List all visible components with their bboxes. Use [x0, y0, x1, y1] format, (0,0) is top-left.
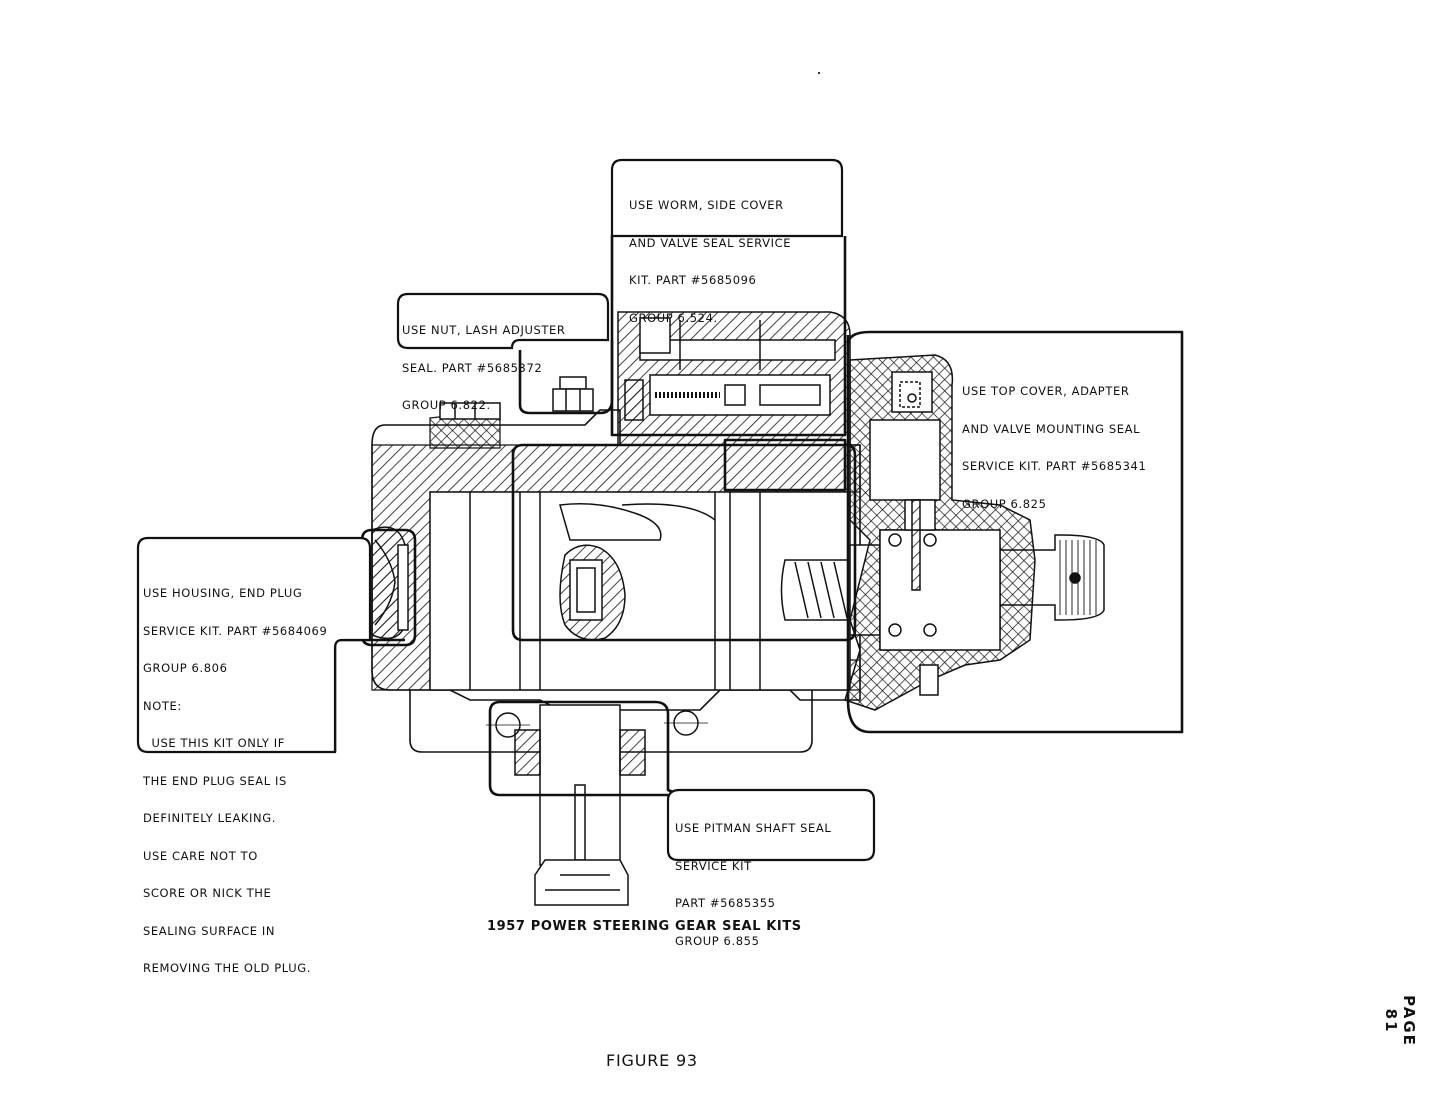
callout-box-pitman-shaft — [666, 788, 876, 862]
callout-line: GROUP 6.806 — [143, 661, 228, 675]
callout-line: USE CARE NOT TO — [143, 848, 258, 863]
page-number: PAGE 81 — [1382, 995, 1418, 1047]
scan-speck — [818, 72, 820, 74]
callout-line: GROUP 6.524. — [629, 310, 718, 325]
callout-line: GROUP 6.822. — [402, 398, 491, 412]
callout-line: USE THIS KIT ONLY IF — [143, 736, 286, 750]
end-plug — [371, 526, 409, 640]
callout-box-housing-end-plug — [136, 536, 372, 754]
callout-box-lash-adjuster — [396, 292, 610, 350]
callout-line: NOTE: — [143, 698, 182, 713]
callout-line: PART #5685355 — [675, 896, 776, 910]
callout-worm-side-cover: USE WORM, SIDE COVER AND VALVE SEAL SERV… — [629, 174, 791, 349]
ball-nut-window — [559, 544, 626, 641]
callout-line: SERVICE KIT. PART #5684069 — [143, 623, 328, 638]
callout-box-worm-side-cover — [610, 158, 844, 238]
callout-housing-end-plug: USE HOUSING, END PLUG SERVICE KIT. PART … — [143, 562, 327, 1000]
callout-line: USE NUT, LASH ADJUSTER — [402, 323, 566, 337]
figure-label: FIGURE 93 — [606, 1051, 698, 1070]
diagram-caption: 1957 POWER STEERING GEAR SEAL KITS — [487, 919, 802, 934]
callout-line: REMOVING THE OLD PLUG. — [143, 961, 311, 975]
adapter-housing — [844, 354, 1036, 711]
callout-top-cover-adapter: USE TOP COVER, ADAPTER AND VALVE MOUNTIN… — [962, 360, 1146, 535]
callout-lash-adjuster: USE NUT, LASH ADJUSTER SEAL. PART #56853… — [402, 299, 565, 437]
callout-line: KIT. PART #5685096 — [629, 273, 757, 287]
valve-body — [617, 311, 851, 446]
callout-line: SCORE OR NICK THE — [143, 886, 272, 900]
callout-line: USE HOUSING, END PLUG — [143, 586, 303, 600]
callout-line: AND VALVE SEAL SERVICE — [629, 235, 792, 250]
callout-pitman-shaft: USE PITMAN SHAFT SEAL SERVICE KIT PART #… — [675, 797, 831, 972]
callout-line: GROUP 6.825 — [962, 496, 1047, 511]
callout-line: SEAL. PART #5685372 — [402, 360, 543, 375]
callout-line: SEALING SURFACE IN — [143, 923, 276, 938]
callout-line: THE END PLUG SEAL IS — [143, 773, 287, 788]
callout-line: USE WORM, SIDE COVER — [629, 198, 784, 212]
callout-box-top-cover-adapter — [958, 358, 1175, 420]
callout-line: SERVICE KIT. PART #5685341 — [962, 459, 1147, 473]
lash-adjuster-nut — [439, 376, 594, 420]
callout-line: USE TOP COVER, ADAPTER — [962, 384, 1130, 398]
callout-line: USE PITMAN SHAFT SEAL — [675, 821, 832, 835]
callout-line: DEFINITELY LEAKING. — [143, 811, 277, 825]
pitman-shaft — [486, 704, 708, 906]
callout-line: GROUP 6.855 — [675, 933, 760, 948]
callout-line: AND VALVE MOUNTING SEAL — [962, 421, 1141, 436]
callout-line: SERVICE KIT — [675, 858, 752, 873]
